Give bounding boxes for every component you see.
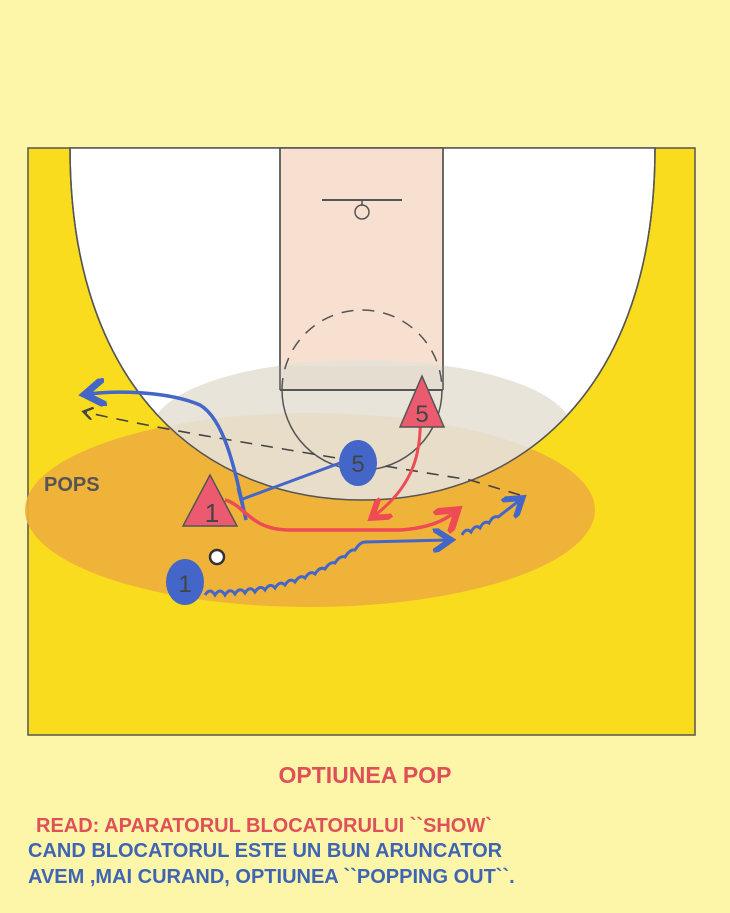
svg-text:1: 1 [178,571,191,598]
diagram-title: OPTIUNEA POP [278,762,452,788]
offense-1: 1 [166,559,204,605]
free-throw-circle-top [281,309,443,391]
show-zone [152,360,572,500]
lane [279,147,444,391]
read-line: READ: APARATORUL BLOCATORULUI ``SHOW` [36,815,492,837]
dashed-pass-path [85,412,521,496]
dribble-path-2 [460,500,520,536]
svg-text:5: 5 [351,451,364,478]
ball-icon [208,548,226,566]
red-defender-path [224,498,455,530]
svg-text:1: 1 [205,498,219,528]
arc-outline [69,147,656,501]
blue-pop-path [88,392,248,521]
defender-1: 1 [181,473,239,528]
dribble-path [203,540,448,598]
svg-text:5: 5 [415,401,428,428]
offense-5: 5 [339,440,377,486]
description-line-2: AVEM ,MAI CURAND, OPTIUNEA ``POPPING OUT… [28,866,515,888]
basket [354,204,370,220]
pops-zone-label: POPS [44,474,100,496]
description-line-1: CAND BLOCATORUL ESTE UN BUN ARUNCATOR [28,840,503,862]
screen-line [239,461,341,502]
defender-5: 5 [398,374,446,428]
